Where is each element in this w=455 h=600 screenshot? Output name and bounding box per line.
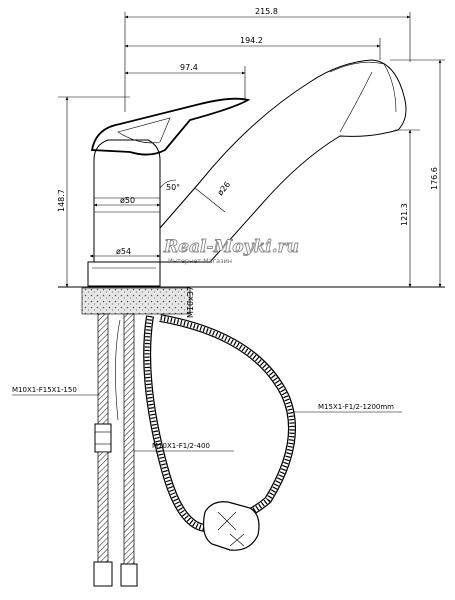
- watermark-tagline: Интернет Магазин: [168, 257, 232, 265]
- spout-angle-label: 50°: [166, 183, 180, 192]
- total-height-label: 148.7: [57, 189, 66, 212]
- hose-note-short: M10X1-F15X1-150: [12, 386, 100, 396]
- countertop-section: [81, 287, 191, 315]
- lever-length-label: 97.4: [180, 63, 198, 72]
- mount-stud-label: M10x37: [186, 286, 195, 318]
- spray-hose: [115, 314, 297, 551]
- dimension-lever-length: 97.4: [124, 63, 246, 100]
- hose-end-fitting-left: [93, 561, 113, 587]
- watermark: Real-Moyki.ru Интернет Магазин: [163, 237, 300, 265]
- supply-hoses: [93, 313, 138, 587]
- watermark-brand: Real-Moyki.ru: [163, 237, 299, 257]
- mount-stud-dimension: M10x37: [186, 286, 195, 318]
- faucet-column: [93, 139, 161, 262]
- dimension-spout-height: 121.3: [395, 129, 420, 288]
- lever-handle: [90, 97, 251, 156]
- overall-length-label: 215.8: [255, 7, 278, 16]
- spout-length-label: 194.2: [240, 36, 263, 45]
- spray-head-outline: [159, 59, 407, 263]
- hose-note-spray: M15X1-F1/2-1200mm: [293, 403, 402, 413]
- dimension-spout-length: 194.2: [124, 36, 381, 60]
- spout-height-label: 121.3: [400, 203, 409, 226]
- hose-note-long: M10X1-F1/2-400: [134, 442, 234, 452]
- faucet-body: ø50 ø54: [87, 97, 251, 287]
- short-hose-spec: M10X1-F15X1-150: [12, 386, 77, 394]
- short-supply-hose: [97, 313, 109, 425]
- spray-head-height-label: 176.6: [430, 167, 439, 190]
- dimension-spray-head-height: 176.6: [390, 59, 445, 288]
- spray-hose-spec: M15X1-F1/2-1200mm: [318, 403, 394, 411]
- long-hose-spec: M10X1-F1/2-400: [152, 442, 210, 450]
- pull-out-spout: ø26 50°: [159, 59, 407, 263]
- hose-end-fitting-right: [120, 563, 138, 587]
- spout-diameter-label: ø26: [216, 180, 233, 197]
- short-hose-nut: [94, 423, 112, 453]
- hose-counterweight: [202, 501, 260, 551]
- faucet-base: [87, 261, 161, 287]
- long-supply-hose: [123, 313, 135, 565]
- body-diameter-label: ø50: [120, 196, 135, 205]
- dimension-overall-length: 215.8: [124, 7, 411, 112]
- base-diameter-label: ø54: [116, 247, 131, 256]
